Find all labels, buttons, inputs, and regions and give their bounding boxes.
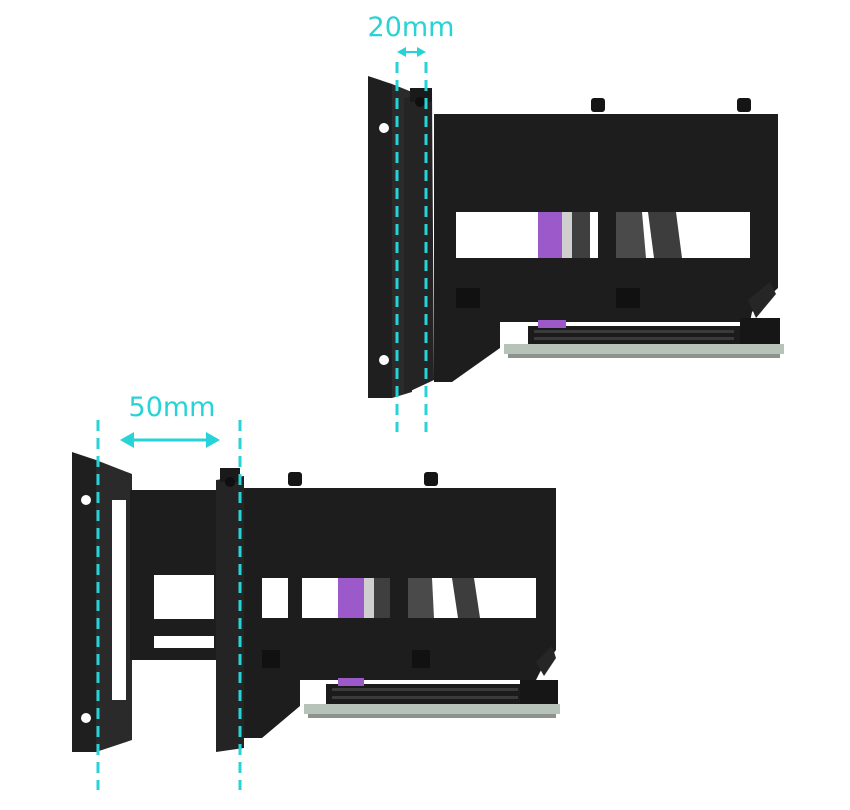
top-bracket-assembly xyxy=(368,76,784,398)
bottom-gpu-plate xyxy=(244,472,556,738)
top-gpu-plate xyxy=(434,98,778,382)
top-dimension-guides xyxy=(395,47,428,432)
top-pcie-slot xyxy=(504,318,784,358)
bottom-dimension-guides xyxy=(96,420,242,790)
bottom-bracket-assembly xyxy=(72,452,560,752)
top-inner-column xyxy=(404,92,434,394)
bottom-pcie-slot xyxy=(304,678,560,718)
bottom-extension-rails xyxy=(130,490,220,660)
bottom-rear-mount-plate xyxy=(72,452,132,752)
top-gap-label: 20mm xyxy=(368,12,455,43)
bottom-inner-column xyxy=(216,476,244,752)
bottom-gap-label: 50mm xyxy=(129,392,216,423)
